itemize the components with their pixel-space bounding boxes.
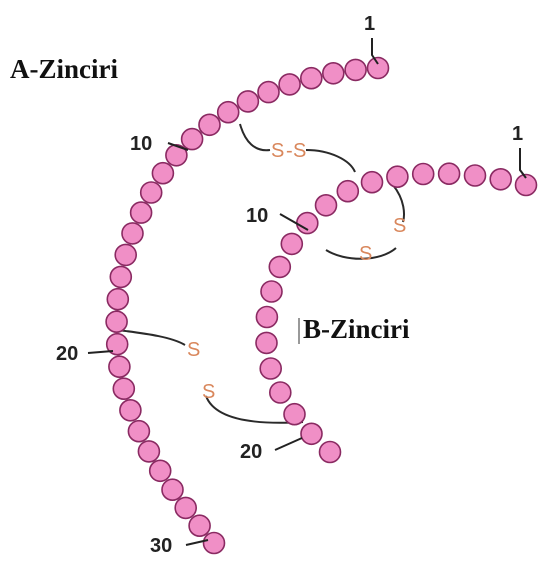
a-chain-residue-7 (237, 91, 258, 112)
a-chain-residue-30 (204, 533, 225, 554)
b-chain-residue-5 (413, 164, 434, 185)
a-chain-residue-26 (150, 460, 171, 481)
a-chain-residue-29 (189, 515, 210, 536)
a-chain-residue-15 (122, 223, 143, 244)
a-chain-residue-13 (141, 182, 162, 203)
b-chain-residue-2 (490, 169, 511, 190)
b-chain-title: B-Zinciri (303, 314, 410, 344)
b-chain-residue-4 (439, 163, 460, 184)
a-chain-residue-1 (368, 58, 389, 79)
ss-bond-1-s2: S (293, 140, 306, 162)
b-chain-residue-16 (260, 358, 281, 379)
b-chain-residue-20 (320, 442, 341, 463)
b-chain-residue-7 (362, 172, 383, 193)
a-chain-residue-10 (182, 129, 203, 150)
a-chain-residue-23 (120, 400, 141, 421)
b-chain-residue-9 (316, 195, 337, 216)
a-label-1: 1 (364, 13, 375, 35)
b-chain-residue-6 (387, 166, 408, 187)
b-twenty-tick (275, 438, 302, 450)
a-chain-residue-27 (162, 479, 183, 500)
ss-bond-3-s1: S (187, 339, 200, 361)
a-chain-residue-19 (106, 311, 127, 332)
ss-bond-2-s1: S (393, 215, 406, 237)
a-chain-residue-8 (218, 102, 239, 123)
b-start-tick (520, 148, 526, 178)
a-chain-residue-28 (175, 497, 196, 518)
a-chain-residue-18 (107, 289, 128, 310)
a-chain (106, 58, 388, 554)
b-chain-residue-19 (301, 423, 322, 444)
a-chain-residue-25 (138, 441, 159, 462)
a-chain-residue-16 (115, 244, 136, 265)
a-chain-residue-22 (113, 378, 134, 399)
a-chain-residue-2 (345, 59, 366, 80)
ss-bond-1-s1: S (271, 140, 284, 162)
a-chain-residue-21 (109, 356, 130, 377)
b-chain-residue-3 (465, 165, 486, 186)
b-chain-residue-14 (256, 307, 277, 328)
a-chain-residue-9 (199, 114, 220, 135)
b-chain-residue-8 (337, 181, 358, 202)
a-chain-residue-6 (258, 82, 279, 103)
a-chain-residue-12 (152, 163, 173, 184)
b-chain-residue-15 (256, 332, 277, 353)
a-chain-residue-4 (301, 68, 322, 89)
a-chain-residue-17 (110, 266, 131, 287)
b-chain-residue-13 (261, 281, 282, 302)
b-chain-residue-18 (284, 404, 305, 425)
b-chain-residue-12 (269, 256, 290, 277)
a-label-10: 10 (130, 133, 152, 155)
a-chain-residue-5 (279, 74, 300, 95)
a-chain-residue-14 (131, 202, 152, 223)
a-twenty-tick (88, 351, 113, 353)
ss-bond-2-s2: S (359, 243, 372, 265)
b-label-10: 10 (246, 205, 268, 227)
b-label-1: 1 (512, 123, 523, 145)
a-chain-residue-24 (128, 421, 149, 442)
b-chain-residue-17 (270, 382, 291, 403)
b-chain-residue-11 (281, 233, 302, 254)
b-chain (256, 163, 537, 462)
a-label-30: 30 (150, 535, 172, 557)
b-label-20: 20 (240, 441, 262, 463)
ss-bond-3-s2: S (202, 381, 215, 403)
a-label-20: 20 (56, 343, 78, 365)
ss-bond-1-dash: - (286, 140, 293, 162)
a-chain-residue-3 (323, 63, 344, 84)
a-chain-title: A-Zinciri (10, 54, 118, 84)
